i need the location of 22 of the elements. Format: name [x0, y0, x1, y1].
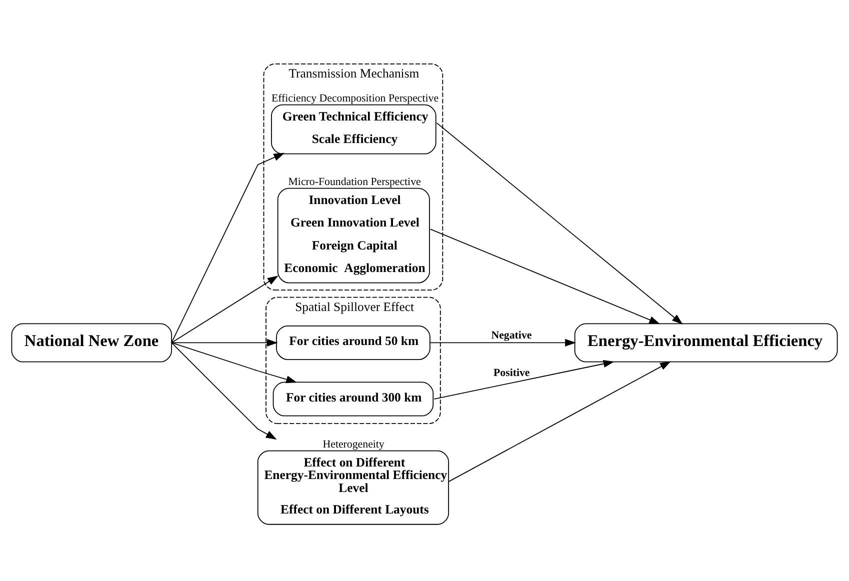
arrow: [448, 361, 671, 482]
node-label: Efficiency Decomposition Perspective: [271, 92, 439, 105]
arrow: [171, 342, 298, 384]
arrow: [171, 338, 278, 347]
node-label: Micro-Foundation Perspective: [288, 176, 421, 188]
node-label: Heterogeneity: [322, 438, 384, 451]
arrow: [434, 360, 614, 400]
edge-label: Negative: [491, 330, 532, 342]
node-box: For cities around 50 km: [276, 325, 430, 360]
arrow: [171, 276, 278, 344]
node-box: National New Zone: [11, 323, 172, 362]
arrow: [171, 342, 277, 440]
node-box: For cities around 300 km: [272, 382, 434, 416]
node-box: Innovation Level Green Innovation Level Foreign Capital Economic Agglomeration: [277, 188, 430, 284]
node-box: Effect on Different Energy-Environmental Efficiency Level Effect on Different Layouts: [257, 450, 450, 525]
edge-label: Positive: [494, 366, 530, 379]
node-box: Energy-Environmental Efficiency: [574, 323, 838, 362]
arrow: [171, 152, 285, 344]
node-box: Green Technical Efficiency Scale Efficiency: [271, 104, 436, 154]
arrow: [430, 338, 576, 347]
arrow: [436, 122, 683, 324]
arrow: [430, 228, 660, 324]
